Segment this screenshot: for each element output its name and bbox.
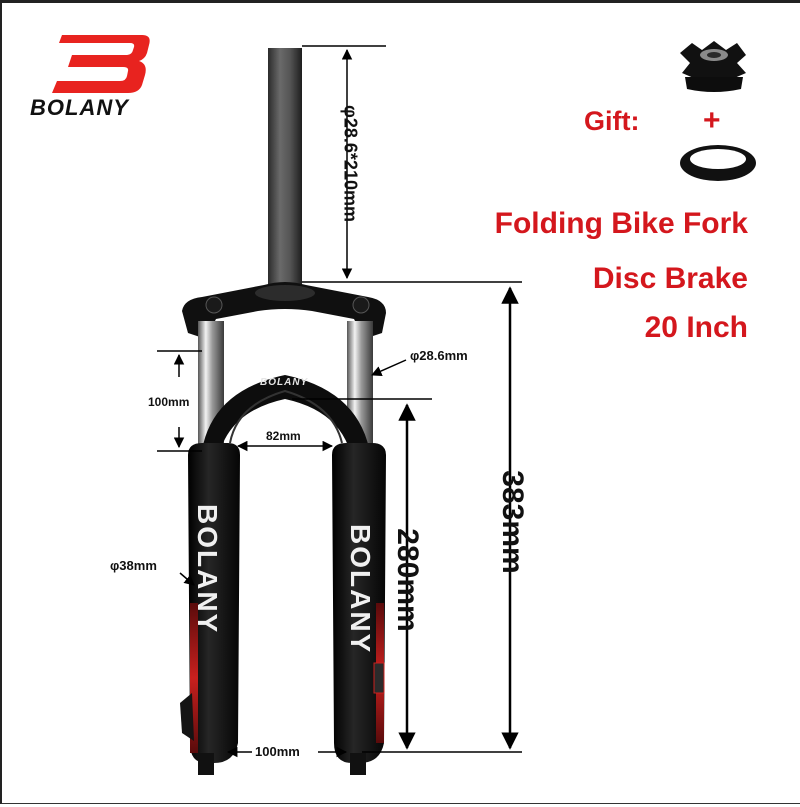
right-lower-leg xyxy=(332,443,386,763)
axle-to-crown-label: 280mm xyxy=(391,528,424,632)
product-title-line-2: Disc Brake xyxy=(592,262,748,295)
hub-spacing-label: 100mm xyxy=(255,744,300,759)
steerer-tube xyxy=(268,48,302,288)
product-title-line-1: Folding Bike Fork xyxy=(494,207,748,240)
left-leg-decal: BOLANY xyxy=(192,504,223,635)
right-leg-decal: BOLANY xyxy=(345,524,376,655)
brand-logo-mark xyxy=(52,35,150,93)
product-title-line-3: 20 Inch xyxy=(644,311,748,344)
gift-plus-sign: + xyxy=(703,104,721,137)
fork-crown xyxy=(182,282,386,339)
total-length-label: 383mm xyxy=(496,470,529,574)
gift-label: Gift: xyxy=(584,106,640,136)
brand-name: BOLANY xyxy=(30,95,129,120)
lower-diameter-label: φ38mm xyxy=(110,558,157,573)
star-nut-icon xyxy=(680,41,746,92)
steerer-dimension-label: φ28.6*210mm xyxy=(340,105,361,222)
dimension-lines xyxy=(157,45,522,758)
crown-width-label: 82mm xyxy=(266,429,301,443)
left-lower-leg xyxy=(188,443,240,763)
headset-ring-icon xyxy=(680,145,756,181)
travel-label: 100mm xyxy=(148,395,190,409)
fork-illustration xyxy=(52,35,756,775)
arch-decal: BOLANY xyxy=(260,377,309,388)
stanchion-diameter-label: φ28.6mm xyxy=(410,348,468,363)
